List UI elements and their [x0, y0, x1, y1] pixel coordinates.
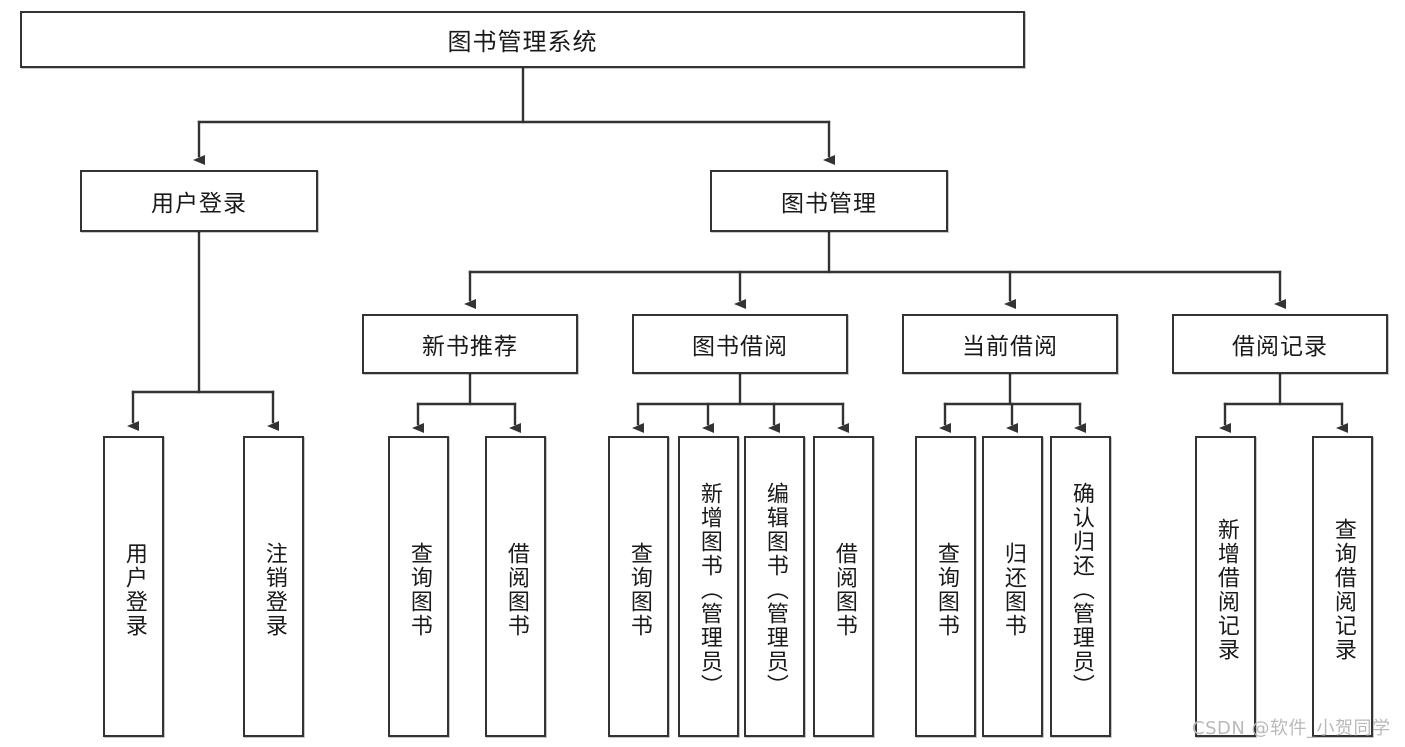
node-user-login[interactable]: 用户登录 — [80, 170, 318, 232]
leaf-query-borrow-record[interactable]: 查询借阅记录 — [1312, 436, 1373, 737]
node-current-borrow[interactable]: 当前借阅 — [902, 314, 1118, 374]
leaf-add-borrow-record[interactable]: 新增借阅记录 — [1195, 436, 1256, 737]
node-book-management[interactable]: 图书管理 — [710, 170, 948, 232]
leaf-confirm-return-admin[interactable]: 确认归还（管理员） — [1050, 436, 1111, 737]
node-root-system[interactable]: 图书管理系统 — [20, 11, 1025, 68]
leaf-query-book-current[interactable]: 查询图书 — [915, 436, 976, 737]
leaf-query-book-borrow[interactable]: 查询图书 — [608, 436, 669, 737]
node-book-borrow[interactable]: 图书借阅 — [632, 314, 848, 374]
leaf-edit-book-admin[interactable]: 编辑图书（管理员） — [744, 436, 805, 737]
leaf-add-book-admin[interactable]: 新增图书（管理员） — [678, 436, 739, 737]
node-new-book-recommend[interactable]: 新书推荐 — [362, 314, 578, 374]
leaf-user-login[interactable]: 用户登录 — [103, 436, 164, 737]
leaf-query-book-newbook[interactable]: 查询图书 — [388, 436, 449, 737]
csdn-watermark: CSDN @软件_小贺同学 — [1192, 718, 1391, 739]
leaf-logout-login[interactable]: 注销登录 — [243, 436, 304, 737]
leaf-borrow-book-newbook[interactable]: 借阅图书 — [485, 436, 546, 737]
leaf-borrow-book[interactable]: 借阅图书 — [813, 436, 874, 737]
leaf-return-book[interactable]: 归还图书 — [982, 436, 1043, 737]
node-borrow-records[interactable]: 借阅记录 — [1172, 314, 1388, 374]
